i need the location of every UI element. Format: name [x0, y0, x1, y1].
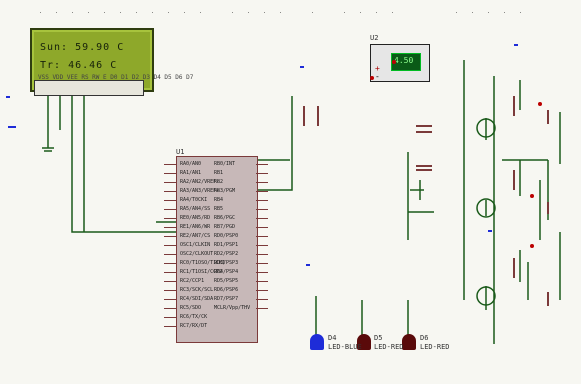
mcu-left-pin	[164, 191, 176, 192]
mcu-left-pin	[164, 236, 176, 237]
mcu-left-pin	[164, 254, 176, 255]
mcu-right-pin-label: RD7/PSP7	[214, 296, 239, 302]
mcu-right-pin-label: RD1/PSP1	[214, 242, 239, 248]
mcu-right-pin	[256, 254, 268, 255]
mcu-right-pin	[256, 191, 268, 192]
mcu-right-pin-label: RB6/PGC	[214, 215, 236, 221]
mcu-left-pin	[164, 164, 176, 165]
lcd-line-1: Sun: 59.90 C	[40, 42, 125, 53]
mcu-right-pin-label: MCLR/Vpp/THV	[214, 305, 251, 311]
mcu-left-pin	[164, 227, 176, 228]
d6-text: LED-RED	[420, 343, 450, 351]
mcu-left-pin-label: OSC2/CLKOUT	[180, 251, 214, 257]
mcu-left-pin-label: RC2/CCP1	[180, 278, 205, 284]
mcu-left-pin	[164, 218, 176, 219]
mcu-left-pin	[164, 209, 176, 210]
d5-text: LED-RED	[374, 343, 404, 351]
mcu-left-pin	[164, 281, 176, 282]
mcu-right-pin	[256, 236, 268, 237]
d4-text: LED-BLUE	[328, 343, 362, 351]
mcu-left-pin-label: RC1/T1OSI/CCP2	[180, 269, 223, 275]
mcu-left-pin-label: RA2/AN2/VREF-	[180, 179, 220, 185]
meter-screen: 4.50	[391, 53, 421, 71]
mcu-left-pin-label: RC5/SDO	[180, 305, 202, 311]
mcu-right-pin	[256, 263, 268, 264]
svg-text:+: +	[375, 64, 380, 73]
mcu-right-pin	[256, 182, 268, 183]
lcd-line-2: Tr: 46.46 C	[40, 60, 118, 71]
mcu-left-pin	[164, 173, 176, 174]
mcu-left-pin-label: RA4/T0CKI	[180, 197, 208, 203]
d5-label: D5	[374, 334, 383, 342]
mcu-right-pin-label: RB2	[214, 179, 224, 185]
mcu-right-pin	[256, 281, 268, 282]
mcu-left-pin-label: OSC1/CLKIN	[180, 242, 211, 248]
mcu-left-pin-label: RA0/AN0	[180, 161, 202, 167]
mcu-right-pin	[256, 272, 268, 273]
mcu-left-pin-label: RC0/T1OSO/T1CKI	[180, 260, 226, 266]
mcu-left-pin	[164, 272, 176, 273]
mcu-right-pin	[256, 227, 268, 228]
mcu-right-pin	[256, 209, 268, 210]
mcu-left-pin-label: RE1/AN6/WR	[180, 224, 211, 230]
mcu-right-pin	[256, 308, 268, 309]
u1-label: U1	[176, 148, 185, 156]
mcu-right-pin	[256, 245, 268, 246]
mcu-right-pin-label: RB3/PGM	[214, 188, 236, 194]
d4-label: D4	[328, 334, 337, 342]
mcu-left-pin-label: RE2/AN7/CS	[180, 233, 211, 239]
mcu-left-pin-label: RC7/RX/DT	[180, 323, 208, 329]
mcu-right-pin-label: RB4	[214, 197, 224, 203]
mcu-right-pin	[256, 218, 268, 219]
mcu-left-pin-label: RA5/AN4/SS	[180, 206, 211, 212]
microcontroller-u1[interactable]	[176, 156, 258, 343]
mcu-left-pin-label: RC3/SCK/SCL	[180, 287, 214, 293]
mcu-right-pin-label: RD4/PSP4	[214, 269, 239, 275]
mcu-right-pin-label: RD0/PSP0	[214, 233, 239, 239]
mcu-left-pin	[164, 290, 176, 291]
mcu-left-pin	[164, 317, 176, 318]
mcu-left-pin	[164, 182, 176, 183]
u2-label: U2	[370, 34, 379, 42]
mcu-left-pin	[164, 245, 176, 246]
mcu-left-pin-label: RC6/TX/CK	[180, 314, 208, 320]
mcu-right-pin	[256, 164, 268, 165]
mcu-left-pin-label: RE0/AN5/RD	[180, 215, 211, 221]
mcu-left-pin-label: RC4/SDI/SDA	[180, 296, 214, 302]
mcu-left-pin	[164, 200, 176, 201]
mcu-right-pin	[256, 200, 268, 201]
lcd-pin-header	[34, 80, 144, 96]
mcu-right-pin	[256, 173, 268, 174]
led-d5[interactable]	[357, 334, 371, 350]
d6-label: D6	[420, 334, 429, 342]
mcu-right-pin-label: RB1	[214, 170, 224, 176]
mcu-right-pin-label: RB7/PGD	[214, 224, 236, 230]
led-d6[interactable]	[402, 334, 416, 350]
mcu-left-pin-label: RA1/AN1	[180, 170, 202, 176]
mcu-left-pin-label: RA3/AN3/VREF+	[180, 188, 220, 194]
mcu-left-pin	[164, 263, 176, 264]
lcd-pin-labels: VSS VDD VEE RS RW E D0 D1 D2 D3 D4 D5 D6…	[38, 74, 194, 81]
mcu-left-pin	[164, 326, 176, 327]
mcu-right-pin-label: RD2/PSP2	[214, 251, 239, 257]
mcu-right-pin	[256, 299, 268, 300]
svg-text:-: -	[375, 72, 380, 81]
mcu-right-pin-label: RB0/INT	[214, 161, 236, 167]
mcu-right-pin-label: RB5	[214, 206, 224, 212]
mcu-left-pin	[164, 308, 176, 309]
meter-value: 4.50	[394, 56, 414, 65]
mcu-right-pin	[256, 290, 268, 291]
voltmeter-u2[interactable]: 4.50 + -	[370, 44, 430, 82]
mcu-left-pin	[164, 299, 176, 300]
mcu-right-pin-label: RD3/PSP3	[214, 260, 239, 266]
led-d4[interactable]	[310, 334, 324, 350]
mcu-right-pin-label: RD5/PSP5	[214, 278, 239, 284]
mcu-right-pin-label: RD6/PSP6	[214, 287, 239, 293]
